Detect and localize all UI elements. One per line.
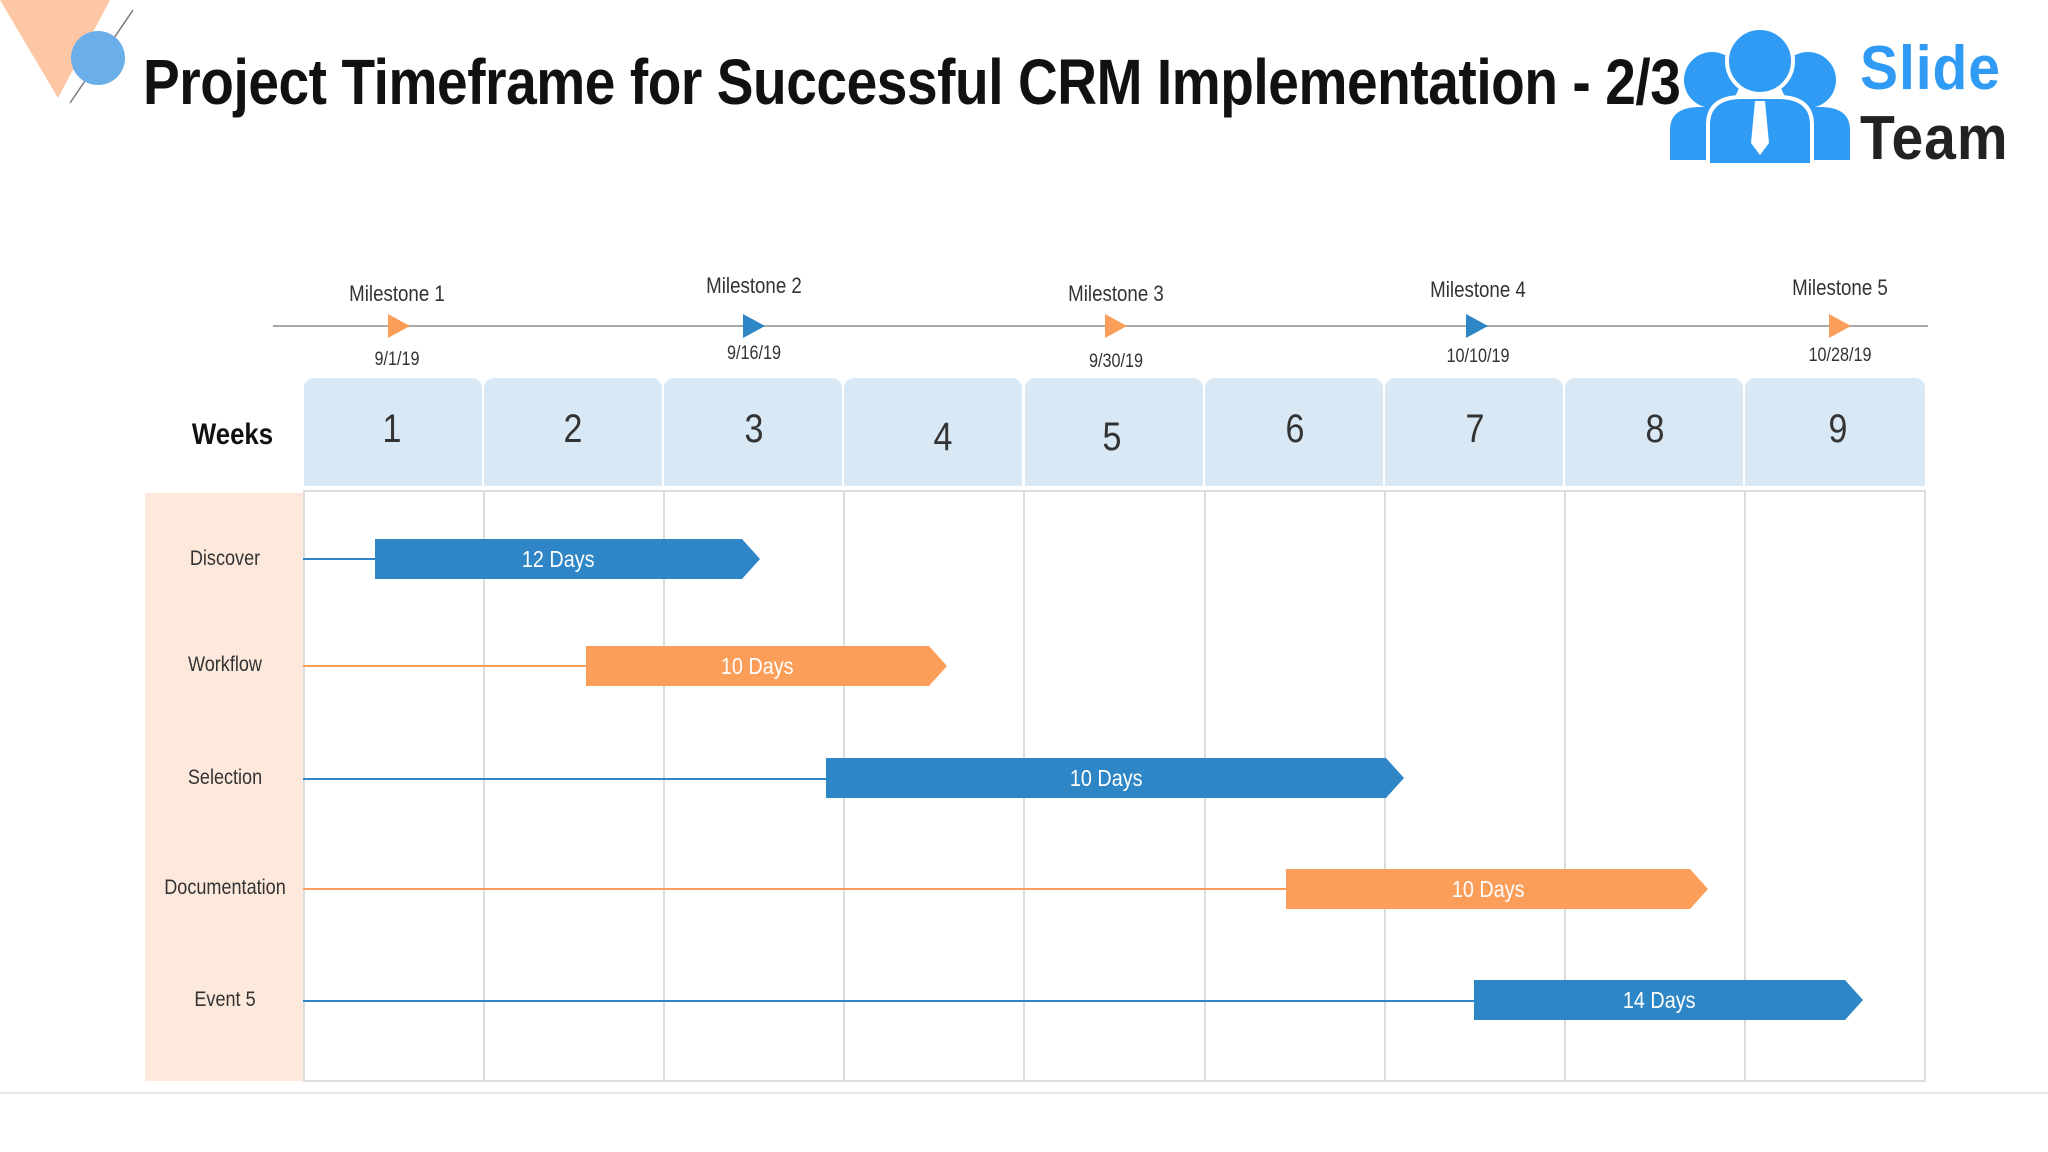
week-header-cell (1745, 378, 1925, 486)
week-number: 8 (1645, 407, 1665, 451)
task-lead-line (303, 558, 375, 560)
task-label-selection: Selection (187, 766, 263, 789)
week-header-cell (1565, 378, 1743, 486)
bar-duration-label: 10 Days (1451, 875, 1525, 902)
week-header-cell (304, 378, 482, 486)
task-label-discover: Discover (189, 547, 261, 570)
week-header-cell (844, 378, 1022, 486)
task-label-workflow: Workflow (188, 653, 262, 676)
grid-line (1744, 490, 1746, 1082)
task-lead-line (303, 665, 586, 667)
task-label-documentation: Documentation (164, 876, 286, 899)
gantt-bar-event-5 (1474, 980, 1863, 1020)
page-title: Project Timeframe for Successful CRM Imp… (143, 46, 1681, 118)
milestone-date: 10/28/19 (1808, 345, 1872, 366)
gantt-bar-workflow (586, 646, 947, 686)
week-header-cell (1025, 378, 1203, 486)
gantt-grid (303, 490, 1926, 1082)
gantt-bar-documentation (1286, 869, 1708, 909)
grid-line (663, 490, 665, 1082)
gantt-bar-selection (826, 758, 1404, 798)
bar-duration-label: 14 Days (1623, 986, 1696, 1013)
task-label-event-5: Event 5 (194, 988, 256, 1011)
gantt-bar-discover (375, 539, 760, 579)
week-header-cell (664, 378, 842, 486)
slideteam-logo: Slide Team (1660, 25, 2030, 175)
milestone-arrow-icon (1829, 314, 1851, 338)
week-number: 5 (1102, 415, 1122, 459)
milestone-label: Milestone 2 (706, 273, 802, 298)
logo-word-slide: Slide (1860, 34, 2001, 103)
bar-duration-label: 12 Days (522, 545, 595, 572)
task-lead-line (303, 1000, 1474, 1002)
team-people-icon (1670, 26, 1850, 165)
milestone-date: 9/30/19 (1089, 351, 1143, 372)
milestone-arrow-icon (743, 314, 765, 338)
task-lead-line (303, 888, 1286, 890)
corner-decoration (0, 0, 134, 104)
week-number: 7 (1465, 407, 1485, 451)
week-number: 4 (933, 415, 953, 459)
bar-duration-label: 10 Days (721, 652, 794, 679)
grid-line (483, 490, 485, 1082)
task-label-column (145, 493, 303, 1081)
milestone-arrow-icon (1105, 314, 1127, 338)
bar-duration-label: 10 Days (1069, 764, 1143, 791)
week-number: 9 (1828, 407, 1848, 451)
milestone-arrow-icon (388, 314, 410, 338)
milestone-label: Milestone 4 (1430, 277, 1526, 302)
milestone-arrow-icon (1466, 314, 1488, 338)
weeks-header-label: Weeks (191, 418, 274, 451)
footer-divider (0, 1092, 2048, 1094)
week-header-cell (1205, 378, 1383, 486)
milestone-label: Milestone 3 (1068, 281, 1164, 306)
week-number: 6 (1285, 407, 1305, 451)
logo-word-team: Team (1860, 104, 2009, 173)
week-number: 1 (382, 407, 402, 451)
grid-line (1564, 490, 1566, 1082)
milestone-label: Milestone 1 (349, 281, 445, 306)
task-lead-line (303, 778, 826, 780)
week-number: 2 (563, 407, 583, 451)
week-number: 3 (744, 407, 764, 451)
week-header-cell (484, 378, 662, 486)
milestone-date: 9/16/19 (727, 343, 781, 364)
week-header-cell (1385, 378, 1563, 486)
milestone-label: Milestone 5 (1792, 275, 1888, 300)
milestone-date: 10/10/19 (1446, 346, 1510, 367)
milestone-timeline (273, 325, 1928, 327)
milestone-date: 9/1/19 (374, 349, 420, 370)
